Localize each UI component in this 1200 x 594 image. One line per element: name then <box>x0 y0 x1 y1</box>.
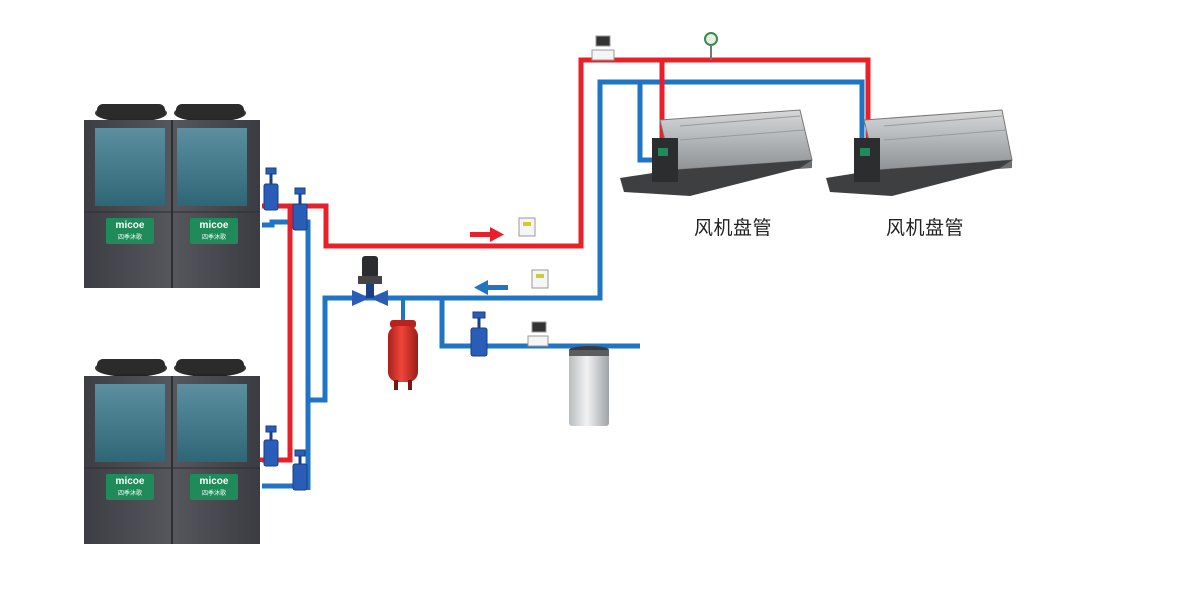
brand-logo: micoe <box>115 476 145 487</box>
return-flow-arrow <box>474 280 508 295</box>
brand-subtitle: 四季沐歌 <box>117 234 142 241</box>
heat-pump-unit-top <box>84 104 260 288</box>
circulation-pump-icon <box>352 256 388 306</box>
heat-pump-unit-bottom <box>84 359 260 544</box>
gate-valve-icon <box>263 167 488 491</box>
heat-pump-brand-3: micoe 四季沐歌 <box>106 474 154 500</box>
fan-coil-label-2: 风机盘管 <box>886 217 965 239</box>
heat-pump-brand-1: micoe 四季沐歌 <box>106 218 154 244</box>
return-pipes <box>262 79 865 490</box>
supply-flow-arrow <box>470 227 504 242</box>
brand-subtitle: 四季沐歌 <box>117 490 142 497</box>
controller-icon <box>518 35 615 347</box>
expansion-tank-icon <box>388 298 418 390</box>
fan-coil-unit-2 <box>826 109 1013 196</box>
brand-logo: micoe <box>199 220 229 231</box>
fan-coil-label-1: 风机盘管 <box>694 217 773 239</box>
brand-logo: micoe <box>115 220 145 231</box>
heat-pump-brand-4: micoe 四季沐歌 <box>190 474 238 500</box>
water-tank-icon <box>569 346 609 426</box>
pressure-gauge-icon <box>704 32 718 60</box>
brand-logo: micoe <box>199 476 229 487</box>
heat-pump-brand-2: micoe 四季沐歌 <box>190 218 238 244</box>
brand-subtitle: 四季沐歌 <box>201 490 226 497</box>
brand-subtitle: 四季沐歌 <box>201 234 226 241</box>
fan-coil-unit-1 <box>620 109 813 196</box>
